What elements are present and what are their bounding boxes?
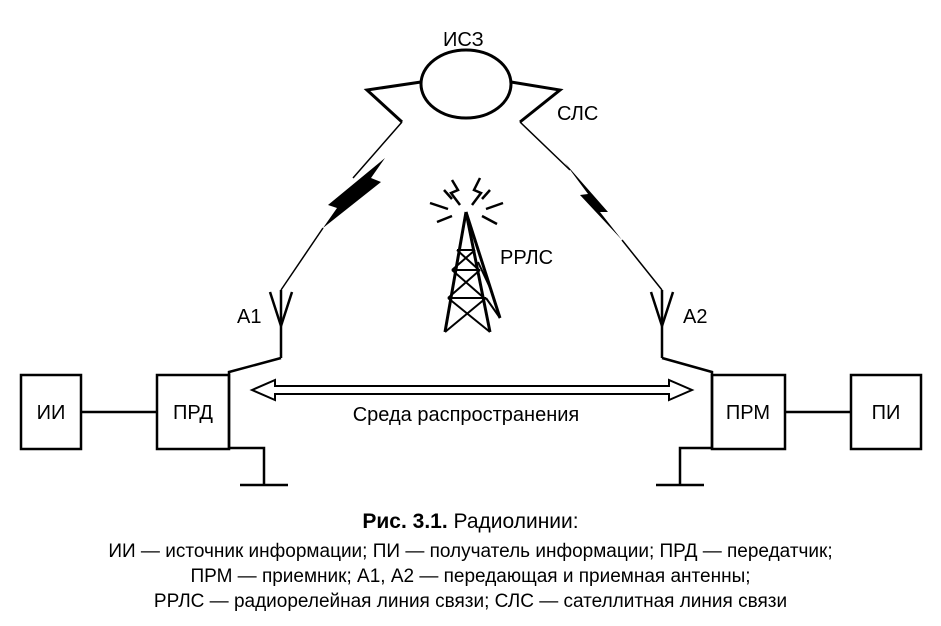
antenna-a1-label: А1 xyxy=(237,306,261,328)
rrls-label: РРЛС xyxy=(500,247,553,269)
antenna-a2-label: А2 xyxy=(683,306,707,328)
figure-caption-title: Рис. 3.1. Радиолинии: xyxy=(0,510,941,534)
lightning-bolt-right xyxy=(565,163,622,240)
source-label: ИИ xyxy=(37,402,66,424)
recipient-label: ПИ xyxy=(872,402,901,424)
caption-title-rest: Радиолинии: xyxy=(447,510,579,533)
ground-left-icon xyxy=(229,446,288,487)
propagation-medium-arrow xyxy=(249,378,695,402)
tower-radiation-icon xyxy=(429,177,504,226)
medium-label: Среда распространения xyxy=(353,404,580,426)
ground-right-icon xyxy=(656,446,712,487)
radio-relay-tower xyxy=(429,177,504,333)
satellite-link-right xyxy=(519,121,663,291)
caption-title-bold: Рис. 3.1. xyxy=(362,510,448,533)
satellite-link-left xyxy=(280,121,403,291)
caption-line-3: РРЛС — радиорелейная линия связи; СЛС — … xyxy=(153,591,788,612)
sls-label: СЛС xyxy=(557,103,598,125)
satellite xyxy=(363,48,564,124)
satellite-label: ИСЗ xyxy=(443,29,484,51)
satellite-left-wing xyxy=(363,80,422,124)
receiver-label: ПРМ xyxy=(726,402,770,424)
satellite-right-wing xyxy=(510,80,564,124)
transmitter-label: ПРД xyxy=(173,402,213,424)
lightning-bolt-left xyxy=(323,158,385,228)
caption-line-1: ИИ — источник информации; ПИ — получател… xyxy=(108,541,833,562)
satellite-body xyxy=(419,48,513,120)
caption-line-2: ПРМ — приемник; А1, А2 — передающая и пр… xyxy=(190,566,751,587)
